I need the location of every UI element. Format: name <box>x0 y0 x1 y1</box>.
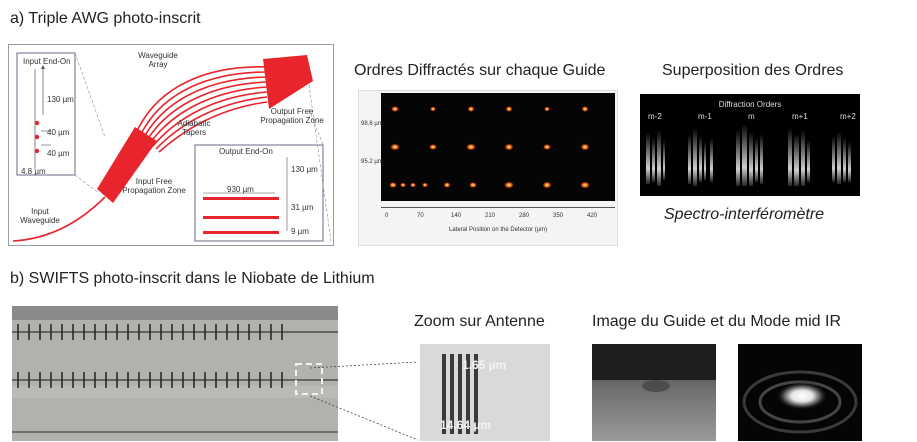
order-label-m: m <box>748 112 755 121</box>
label-31um: 31 µm <box>291 203 314 212</box>
label-waveguide-array: Waveguide Array <box>138 51 178 69</box>
label-40um-a: 40 µm <box>47 128 70 137</box>
label-930um: 930 µm <box>227 185 254 194</box>
label-9um: 9 µm <box>291 227 309 236</box>
y-tick-1: 98.6 µm <box>361 121 383 127</box>
section-a-title: a) Triple AWG photo-inscrit <box>10 10 201 27</box>
diffracted-orders-title: Ordres Diffractés sur chaque Guide <box>354 62 606 79</box>
x-tick-420: 420 <box>587 213 598 219</box>
x-tick-210: 210 <box>485 213 496 219</box>
label-4-8um: 4.8 µm <box>21 167 46 176</box>
orders-title: Diffraction Orders <box>718 100 782 109</box>
zoom-image: 1.65 µm 14.64 µm <box>420 344 550 441</box>
label-input-waveguide: Input Waveguide <box>20 207 60 225</box>
label-adiabatic-tapers: Adiabatic Tapers <box>177 119 211 137</box>
order-label-m-plus-2: m+2 <box>840 112 856 121</box>
label-input-end-on: Input End-On <box>23 57 71 66</box>
label-output-end-on: Output End-On <box>219 147 273 156</box>
zoom-label-top: 1.65 µm <box>462 358 507 372</box>
x-axis-label: Lateral Position on the Detector (µm) <box>449 227 548 233</box>
spectro-caption: Spectro-interféromètre <box>664 206 825 223</box>
zoom-caption: Zoom sur Antenne <box>414 313 545 330</box>
label-130um-right: 130 µm <box>291 165 318 174</box>
x-tick-140: 140 <box>451 213 462 219</box>
mode-caption: Image du Guide et du Mode mid IR <box>592 313 842 330</box>
label-output-fpz: Output Free Propagation Zone <box>260 107 324 125</box>
mode-image <box>738 344 862 441</box>
detector-figure: 98.6 µm 95.2 µm 0 70 140 210 280 350 420… <box>358 90 618 246</box>
label-40um-b: 40 µm <box>47 149 70 158</box>
x-tick-280: 280 <box>519 213 530 219</box>
x-tick-350: 350 <box>553 213 564 219</box>
y-tick-2: 95.2 µm <box>361 159 383 165</box>
orders-image: Diffraction Orders m-2 m-1 m m+1 m+2 <box>640 94 860 196</box>
order-label-m-plus-1: m+1 <box>792 112 808 121</box>
superposition-title: Superposition des Ordres <box>662 62 844 79</box>
x-axis-line <box>381 207 615 208</box>
order-label-m-1: m-1 <box>698 112 712 121</box>
section-b-title: b) SWIFTS photo-inscrit dans le Niobate … <box>10 270 375 287</box>
x-tick-0: 0 <box>385 213 389 219</box>
guide-image <box>592 344 716 441</box>
x-tick-70: 70 <box>417 213 424 219</box>
label-input-fpz: Input Free Propagation Zone <box>122 177 186 195</box>
awg-schematic: Input End-On 130 µm 40 µm 40 µm 4.8 µm W… <box>8 44 334 246</box>
zoom-label-bottom: 14.64 µm <box>440 418 491 432</box>
zoom-connector-lines <box>310 361 419 441</box>
swifts-image <box>12 306 338 441</box>
order-label-m-2: m-2 <box>648 112 662 121</box>
detector-image <box>381 93 615 201</box>
label-130um-left: 130 µm <box>47 95 74 104</box>
